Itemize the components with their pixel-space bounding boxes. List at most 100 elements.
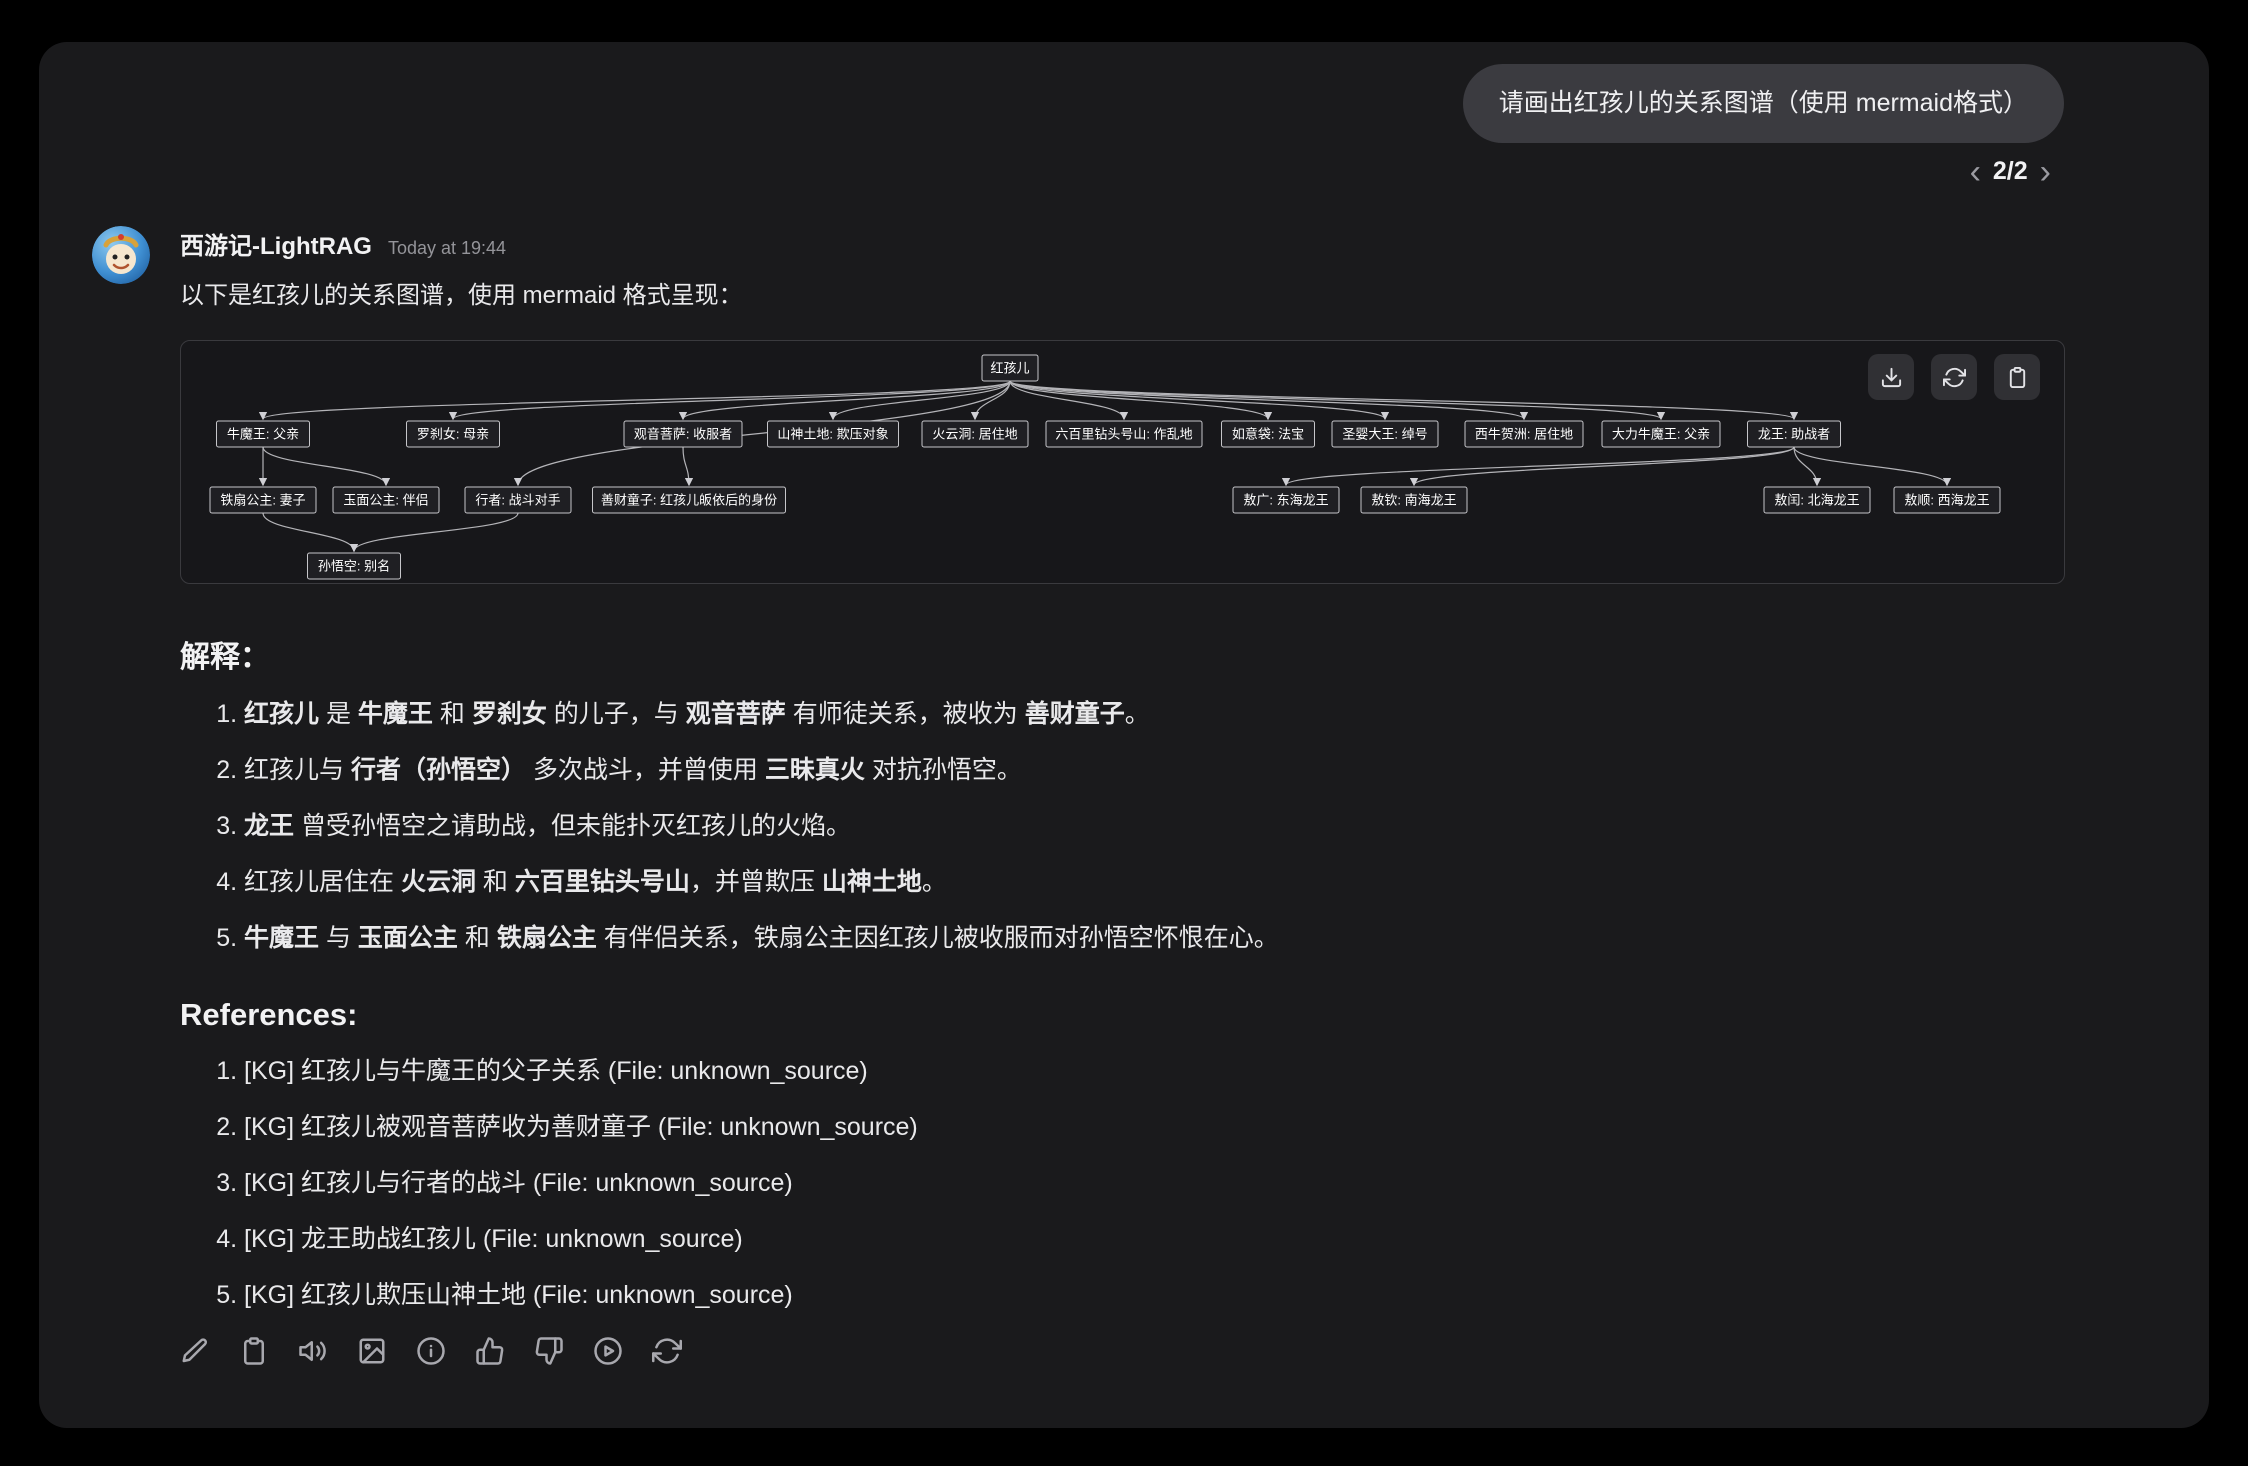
graph-node: 铁扇公主: 妻子	[209, 486, 317, 514]
bot-message-row: 西游记-LightRAG Today at 19:44 以下是红孩儿的关系图谱，…	[39, 186, 2209, 1368]
graph-edge	[1009, 380, 1665, 421]
graph-node-label: 西牛贺洲: 居住地	[1475, 427, 1573, 442]
graph-node: 山神土地: 欺压对象	[767, 420, 899, 448]
graph-edge	[678, 380, 1011, 421]
play-icon	[594, 1337, 622, 1365]
graph-node: 火云洞: 居住地	[921, 420, 1029, 448]
thumbs-up-icon	[476, 1337, 504, 1365]
read-aloud-icon	[299, 1341, 326, 1361]
graph-node: 敖广: 东海龙王	[1232, 486, 1340, 514]
graph-node: 观音菩萨: 收服者	[623, 420, 743, 448]
references-heading: References:	[180, 997, 358, 1032]
read-aloud-button[interactable]	[296, 1334, 330, 1368]
user-message-row: 请画出红孩儿的关系图谱（使用 mermaid格式）	[39, 42, 2209, 143]
message-pagination: ‹ 2/2 ›	[39, 143, 2209, 191]
graph-node: 六百里钻头号山: 作乱地	[1045, 420, 1203, 448]
graph-node-label: 大力牛魔王: 父亲	[1612, 427, 1710, 442]
references-list: [KG] 红孩儿与牛魔王的父子关系 (File: unknown_source)…	[180, 1053, 2065, 1314]
graph-node: 善财童子: 红孩儿皈依后的身份	[592, 486, 786, 514]
reference-item: [KG] 红孩儿被观音菩萨收为善财童子 (File: unknown_sourc…	[244, 1109, 2065, 1146]
thumbs-down-icon	[535, 1337, 563, 1365]
download-button[interactable]	[1868, 354, 1914, 400]
thumbs-down-button[interactable]	[532, 1334, 566, 1368]
info-button[interactable]	[414, 1334, 448, 1368]
graph-edge	[1009, 380, 1273, 421]
graph-node: 罗刹女: 母亲	[406, 420, 500, 448]
graph-edge	[449, 380, 1011, 421]
graph-edge	[1281, 446, 1795, 487]
graph-edge	[1009, 380, 1129, 421]
explanation-item: 龙王 曾受孙悟空之请助战，但未能扑灭红孩儿的火焰。	[244, 808, 2065, 845]
thumbs-up-button[interactable]	[473, 1334, 507, 1368]
graph-edge	[262, 446, 391, 487]
copy-icon	[244, 1337, 264, 1365]
diagram-toolbar	[1868, 354, 2040, 400]
graph-node-label: 敖闰: 北海龙王	[1774, 493, 1859, 508]
refresh-button[interactable]	[650, 1334, 684, 1368]
bot-avatar[interactable]	[92, 226, 150, 284]
refresh-icon	[652, 1338, 682, 1364]
message-action-bar	[178, 1334, 2065, 1368]
graph-node-label: 敖钦: 南海龙王	[1371, 493, 1456, 508]
graph-node-label: 六百里钻头号山: 作乱地	[1055, 427, 1192, 442]
image-icon	[359, 1338, 385, 1364]
graph-edge	[682, 446, 694, 487]
user-message-text: 请画出红孩儿的关系图谱（使用 mermaid格式）	[1498, 89, 2028, 117]
graph-node-label: 观音菩萨: 收服者	[634, 427, 732, 442]
graph-edge	[1793, 446, 1952, 487]
edit-icon	[182, 1338, 208, 1363]
graph-node-label: 孙悟空: 别名	[318, 559, 390, 574]
graph-node-label: 圣婴大王: 绰号	[1342, 427, 1427, 442]
bot-intro-text: 以下是红孩儿的关系图谱，使用 mermaid 格式呈现：	[180, 282, 743, 309]
play-button[interactable]	[591, 1334, 625, 1368]
graph-node-label: 红孩儿	[990, 361, 1029, 376]
graph-edge	[1009, 380, 1390, 421]
reference-item: [KG] 红孩儿欺压山神土地 (File: unknown_source)	[244, 1277, 2065, 1314]
bot-message-body: 西游记-LightRAG Today at 19:44 以下是红孩儿的关系图谱，…	[180, 226, 2065, 1368]
bot-message-header: 西游记-LightRAG Today at 19:44	[180, 226, 2065, 261]
explanation-item: 红孩儿与 行者（孙悟空） 多次战斗，并曾使用 三昧真火 对抗孙悟空。	[244, 752, 2065, 789]
graph-node: 大力牛魔王: 父亲	[1601, 420, 1721, 448]
graph-node: 牛魔王: 父亲	[216, 420, 310, 448]
next-page-button[interactable]: ›	[2039, 152, 2051, 191]
graph-node-label: 如意袋: 法宝	[1232, 427, 1304, 442]
graph-edge	[1009, 380, 1529, 421]
graph-edge	[828, 380, 1011, 421]
graph-node: 行者: 战斗对手	[464, 486, 572, 514]
graph-node-label: 牛魔王: 父亲	[227, 427, 299, 442]
graph-node: 如意袋: 法宝	[1221, 420, 1315, 448]
image-button[interactable]	[355, 1334, 389, 1368]
graph-node: 龙王: 助战者	[1747, 420, 1841, 448]
download-icon	[1881, 367, 1901, 387]
user-message-bubble: 请画出红孩儿的关系图谱（使用 mermaid格式）	[1462, 64, 2064, 143]
graph-node: 圣婴大王: 绰号	[1331, 420, 1439, 448]
graph-node-label: 行者: 战斗对手	[475, 493, 560, 508]
graph-node-label: 山神土地: 欺压对象	[777, 427, 888, 442]
graph-node: 西牛贺洲: 居住地	[1464, 420, 1584, 448]
graph-edge	[1793, 446, 1822, 487]
graph-node: 敖钦: 南海龙王	[1360, 486, 1468, 514]
graph-edge	[262, 512, 359, 553]
copy-button[interactable]	[237, 1334, 271, 1368]
refresh-button[interactable]	[1931, 354, 1977, 400]
explanation-list: 红孩儿 是 牛魔王 和 罗刹女 的儿子，与 观音菩萨 有师徒关系，被收为 善财童…	[180, 696, 2065, 957]
graph-node-label: 龙王: 助战者	[1758, 427, 1830, 442]
explanation-item: 牛魔王 与 玉面公主 和 铁扇公主 有伴侣关系，铁扇公主因红孩儿被收服而对孙悟空…	[244, 920, 2065, 957]
edit-button[interactable]	[178, 1334, 212, 1368]
copy-button[interactable]	[1994, 354, 2040, 400]
graph-node-label: 铁扇公主: 妻子	[220, 493, 305, 508]
graph-edge	[1009, 380, 1798, 421]
mermaid-diagram-panel: 红孩儿牛魔王: 父亲 罗刹女: 母亲 观音菩萨: 收服者 山神土地: 欺压对象 火云洞:…	[180, 340, 2065, 584]
reference-item: [KG] 红孩儿与牛魔王的父子关系 (File: unknown_source)	[244, 1053, 2065, 1090]
bot-name: 西游记-LightRAG	[180, 233, 372, 260]
graph-node-label: 敖广: 东海龙王	[1243, 493, 1328, 508]
refresh-icon	[1942, 367, 1966, 387]
graph-node: 红孩儿	[981, 354, 1039, 382]
graph-node-label: 善财童子: 红孩儿皈依后的身份	[601, 493, 777, 508]
prev-page-button[interactable]: ‹	[1969, 152, 1981, 191]
explanation-item: 红孩儿居住在 火云洞 和 六百里钻头号山，并曾欺压 山神土地。	[244, 864, 2065, 901]
graph-node: 孙悟空: 别名	[307, 552, 401, 580]
graph-node: 玉面公主: 伴侣	[332, 486, 440, 514]
reference-item: [KG] 龙王助战红孩儿 (File: unknown_source)	[244, 1221, 2065, 1258]
